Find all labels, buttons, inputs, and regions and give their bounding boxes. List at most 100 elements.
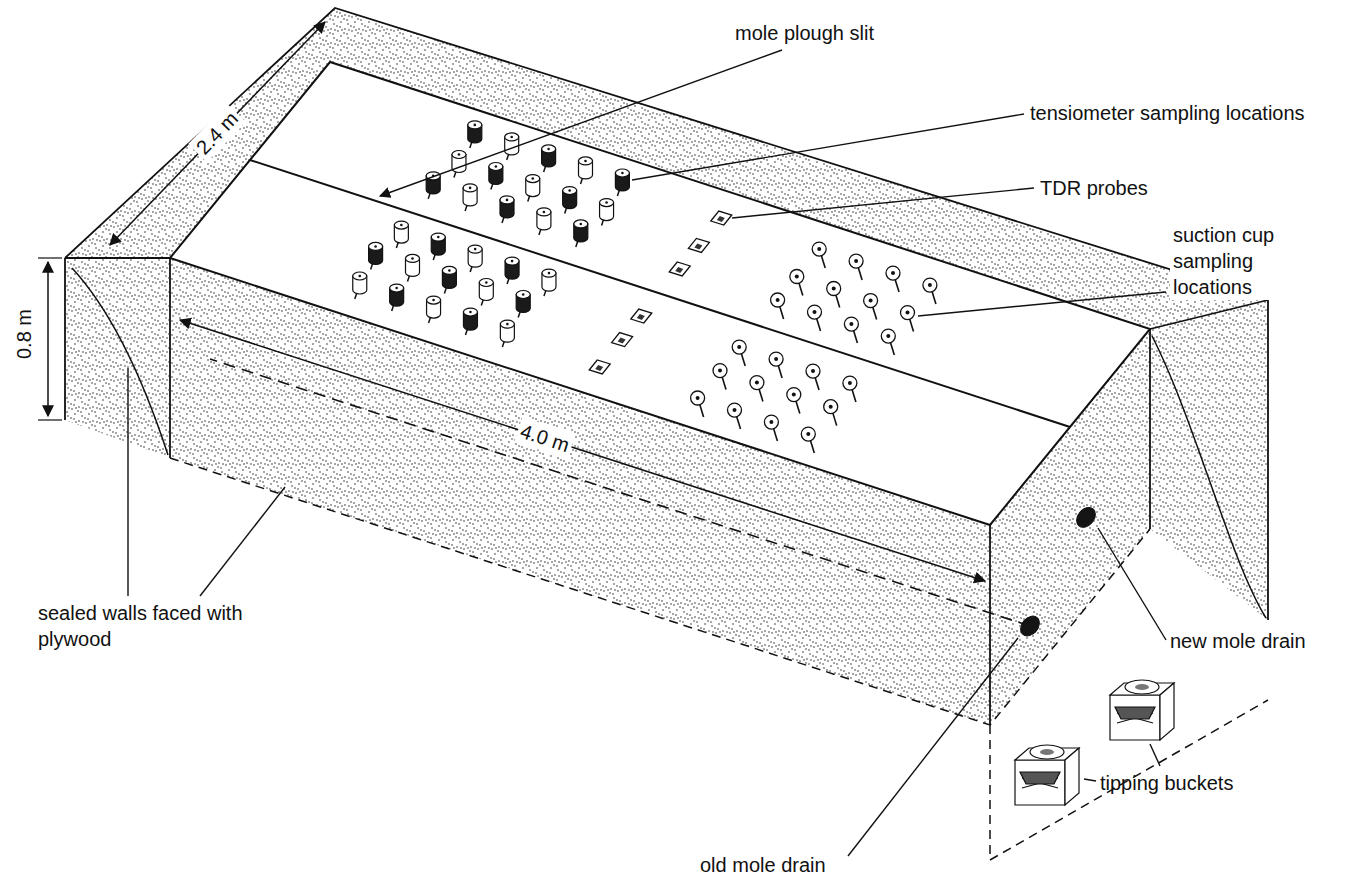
- tensiometer-top: [543, 211, 546, 214]
- suction-cup: [691, 391, 705, 417]
- suction-cup-head: [691, 391, 705, 405]
- dimension-label: 2.4 m: [188, 104, 246, 162]
- callout-label: tensiometer sampling locations: [1030, 100, 1305, 126]
- tensiometer-top: [506, 199, 509, 202]
- tensiometer-top: [605, 201, 608, 204]
- tensiometer-top: [437, 236, 440, 239]
- tensiometer-top: [479, 278, 493, 286]
- tensiometer: [542, 145, 556, 172]
- suction-cup-head: [713, 364, 727, 378]
- tensiometer-top: [600, 199, 614, 207]
- suction-cup-stem: [821, 255, 825, 268]
- tensiometer-top: [432, 299, 435, 302]
- leader-line: [918, 292, 1166, 316]
- leader-line: [1150, 744, 1160, 766]
- tensiometer-top: [621, 172, 624, 175]
- leader-line: [1084, 779, 1096, 781]
- leader-line: [632, 114, 1024, 180]
- tdr-probe: [589, 360, 610, 374]
- suction-cup-head: [732, 340, 746, 354]
- tensiometer-top: [516, 291, 530, 299]
- tdr-probe: [589, 360, 610, 374]
- suction-cup-head: [792, 393, 796, 397]
- tensiometer-top: [400, 224, 403, 227]
- tensiometer-top: [427, 296, 441, 304]
- dimension-label: 4.0 m: [514, 417, 575, 459]
- tensiometer-top: [542, 269, 556, 277]
- slit-line: [250, 160, 1070, 427]
- suction-cup-head: [827, 282, 841, 296]
- suction-cup: [886, 266, 900, 292]
- tensiometer-top: [394, 221, 408, 229]
- tensiometer-top: [485, 281, 488, 284]
- hidden-edge: [170, 458, 1150, 725]
- suction-cup-stem: [737, 416, 741, 429]
- bucket-frame: [1115, 707, 1155, 719]
- suction-cup-head: [881, 329, 895, 343]
- tensiometer-top: [469, 311, 472, 314]
- suction-cup-head: [829, 405, 833, 409]
- tensiometer: [500, 196, 514, 223]
- tensiometer-top: [563, 187, 577, 195]
- tensiometer-top: [500, 196, 514, 204]
- suction-cup-stem: [833, 413, 837, 426]
- suction-cup-stem: [741, 353, 745, 366]
- suction-cup-head: [849, 254, 863, 268]
- tensiometer-top: [547, 148, 550, 151]
- suction-cup-head: [824, 400, 838, 414]
- suction-cup-head: [755, 381, 759, 385]
- suction-cup-stem: [853, 330, 857, 343]
- tensiometer: [468, 121, 482, 148]
- tensiometer: [574, 220, 588, 247]
- suction-cup-stem: [890, 342, 894, 355]
- tipping-bucket: [1110, 680, 1174, 740]
- bucket-frame: [1160, 683, 1174, 740]
- suction-cup-stem: [852, 389, 856, 402]
- tdr-probe: [631, 309, 652, 323]
- suction-cup-stem: [810, 440, 814, 453]
- tensiometer-top: [411, 257, 414, 260]
- tdr-probe: [717, 216, 725, 222]
- leader-line: [127, 368, 128, 596]
- wall-edge: [169, 258, 171, 458]
- tensiometer-top: [522, 293, 525, 296]
- tensiometer-top: [468, 121, 482, 129]
- suction-cup: [728, 403, 742, 429]
- suction-cup-head: [737, 345, 741, 349]
- suction-cup: [732, 340, 746, 366]
- tensiometer: [516, 291, 530, 318]
- wall-edge: [65, 8, 1268, 620]
- tensiometer-top: [500, 320, 514, 328]
- tensiometer: [452, 150, 466, 177]
- tensiometer-top: [353, 272, 367, 280]
- bucket-frame: [1110, 695, 1160, 740]
- suction-cup-head: [923, 278, 937, 292]
- bucket-funnel: [1135, 684, 1149, 690]
- dimension-line: [110, 22, 325, 245]
- tensiometer-top: [526, 175, 540, 183]
- suction-cup-head: [813, 310, 817, 314]
- suction-cup-stem: [700, 404, 704, 417]
- suction-cup-stem: [778, 365, 782, 378]
- bucket-funnel: [1040, 749, 1054, 755]
- tdr-probe: [595, 365, 603, 371]
- tensiometer-top: [463, 308, 477, 316]
- mole-drain: [1073, 504, 1099, 531]
- tensiometer: [526, 175, 540, 202]
- tensiometer-top: [474, 124, 477, 127]
- tdr-probe: [618, 338, 626, 344]
- leader-line: [848, 638, 1018, 856]
- suction-cup: [750, 376, 764, 402]
- wall-edge: [65, 257, 170, 259]
- suction-cup-stem: [895, 279, 899, 292]
- suction-cup-head: [776, 298, 780, 302]
- suction-cup-head: [771, 293, 785, 307]
- suction-cup-head: [864, 294, 878, 308]
- suction-cup-head: [886, 266, 900, 280]
- tdr-probe: [675, 267, 683, 273]
- cut-curve: [72, 268, 168, 455]
- tensiometer-top: [369, 242, 383, 250]
- suction-cup: [808, 305, 822, 331]
